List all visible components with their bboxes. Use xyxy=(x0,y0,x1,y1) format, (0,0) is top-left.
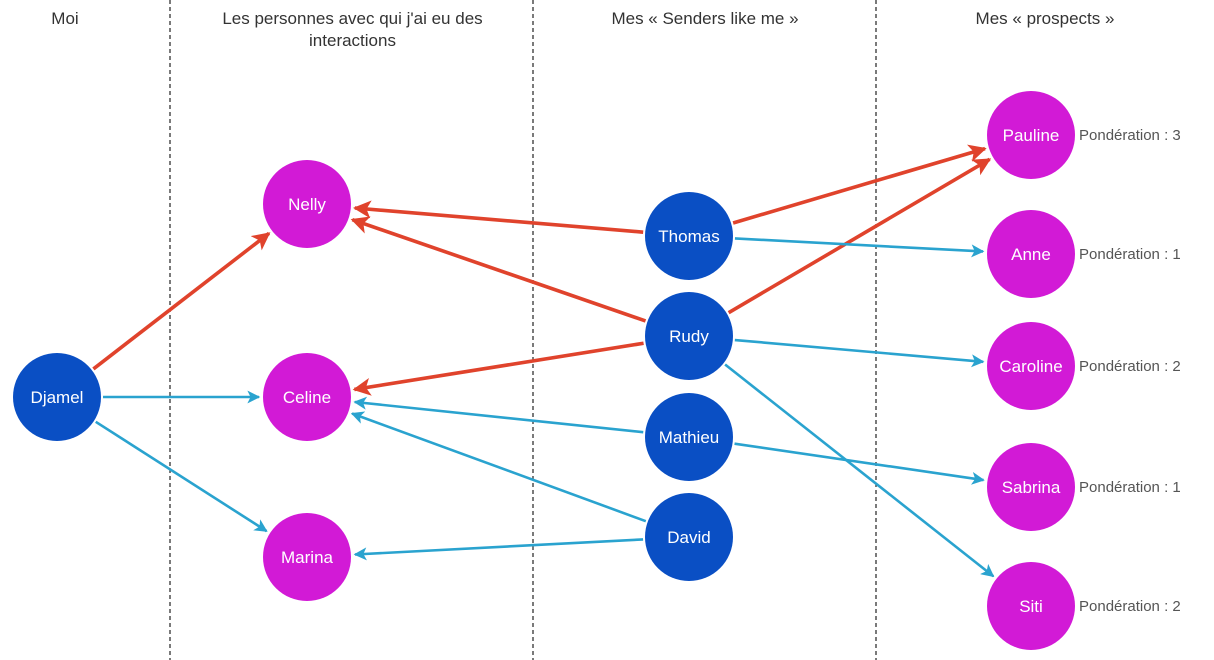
node-rudy-circle xyxy=(645,292,733,380)
edge-david-to-celine xyxy=(350,411,647,523)
node-anne: Anne Pondération : 1 xyxy=(987,210,1181,298)
node-siti-weight: Pondération : 2 xyxy=(1079,598,1181,615)
node-david-label: David xyxy=(667,528,710,547)
node-sabrina-circle xyxy=(987,443,1075,531)
node-sabrina-label: Sabrina xyxy=(1002,478,1061,497)
edge-rudy-to-caroline xyxy=(734,338,985,368)
header-interactions: Les personnes avec qui j'ai eu des inter… xyxy=(222,9,483,50)
edge-thomas-to-nelly xyxy=(353,200,644,234)
node-djamel: Djamel xyxy=(13,353,101,441)
node-pauline-weight: Pondération : 3 xyxy=(1079,127,1181,144)
node-mathieu-circle xyxy=(645,393,733,481)
header-moi: Moi xyxy=(51,9,79,28)
node-thomas-circle xyxy=(645,192,733,280)
node-siti-label: Siti xyxy=(1019,597,1043,616)
edge-djamel-to-nelly xyxy=(92,231,271,371)
edge-rudy-to-nelly xyxy=(350,216,647,323)
node-siti-circle xyxy=(987,562,1075,650)
node-djamel-label: Djamel xyxy=(31,388,84,407)
node-marina-label: Marina xyxy=(281,548,334,567)
node-rudy-label: Rudy xyxy=(669,327,709,346)
node-anne-circle xyxy=(987,210,1075,298)
node-celine: Celine xyxy=(263,353,351,441)
node-thomas-label: Thomas xyxy=(658,227,719,246)
node-pauline-label: Pauline xyxy=(1003,126,1060,145)
node-caroline-weight: Pondération : 2 xyxy=(1079,358,1181,375)
header-senders: Mes « Senders like me » xyxy=(611,9,799,28)
edge-mathieu-to-sabrina xyxy=(734,442,985,485)
node-nelly-label: Nelly xyxy=(288,195,326,214)
node-nelly: Nelly xyxy=(263,160,351,248)
node-siti: Siti Pondération : 2 xyxy=(987,562,1181,650)
node-marina-circle xyxy=(263,513,351,601)
node-sabrina: Sabrina Pondération : 1 xyxy=(987,443,1181,531)
node-anne-weight: Pondération : 1 xyxy=(1079,246,1181,263)
node-mathieu-label: Mathieu xyxy=(659,428,719,447)
node-david-circle xyxy=(645,493,733,581)
node-rudy: Rudy xyxy=(645,292,733,380)
node-nelly-circle xyxy=(263,160,351,248)
node-david: David xyxy=(645,493,733,581)
node-sabrina-weight: Pondération : 1 xyxy=(1079,479,1181,496)
node-pauline-circle xyxy=(987,91,1075,179)
edge-rudy-to-siti xyxy=(724,363,995,578)
node-djamel-circle xyxy=(13,353,101,441)
edge-mathieu-to-celine xyxy=(353,396,644,434)
node-pauline: Pauline Pondération : 3 xyxy=(987,91,1181,179)
node-celine-circle xyxy=(263,353,351,441)
node-caroline: Caroline Pondération : 2 xyxy=(987,322,1181,410)
edge-rudy-to-celine xyxy=(352,341,644,396)
header-prospects: Mes « prospects » xyxy=(975,9,1115,28)
edge-thomas-to-pauline xyxy=(732,144,987,225)
node-mathieu: Mathieu xyxy=(645,393,733,481)
node-caroline-label: Caroline xyxy=(999,357,1062,376)
node-caroline-circle xyxy=(987,322,1075,410)
edge-thomas-to-anne xyxy=(734,237,985,258)
node-thomas: Thomas xyxy=(645,192,733,280)
node-celine-label: Celine xyxy=(283,388,331,407)
edge-david-to-marina xyxy=(353,538,644,561)
node-anne-label: Anne xyxy=(1011,245,1051,264)
node-marina: Marina xyxy=(263,513,351,601)
edge-djamel-to-marina xyxy=(95,420,268,533)
edge-rudy-to-pauline xyxy=(727,157,992,315)
